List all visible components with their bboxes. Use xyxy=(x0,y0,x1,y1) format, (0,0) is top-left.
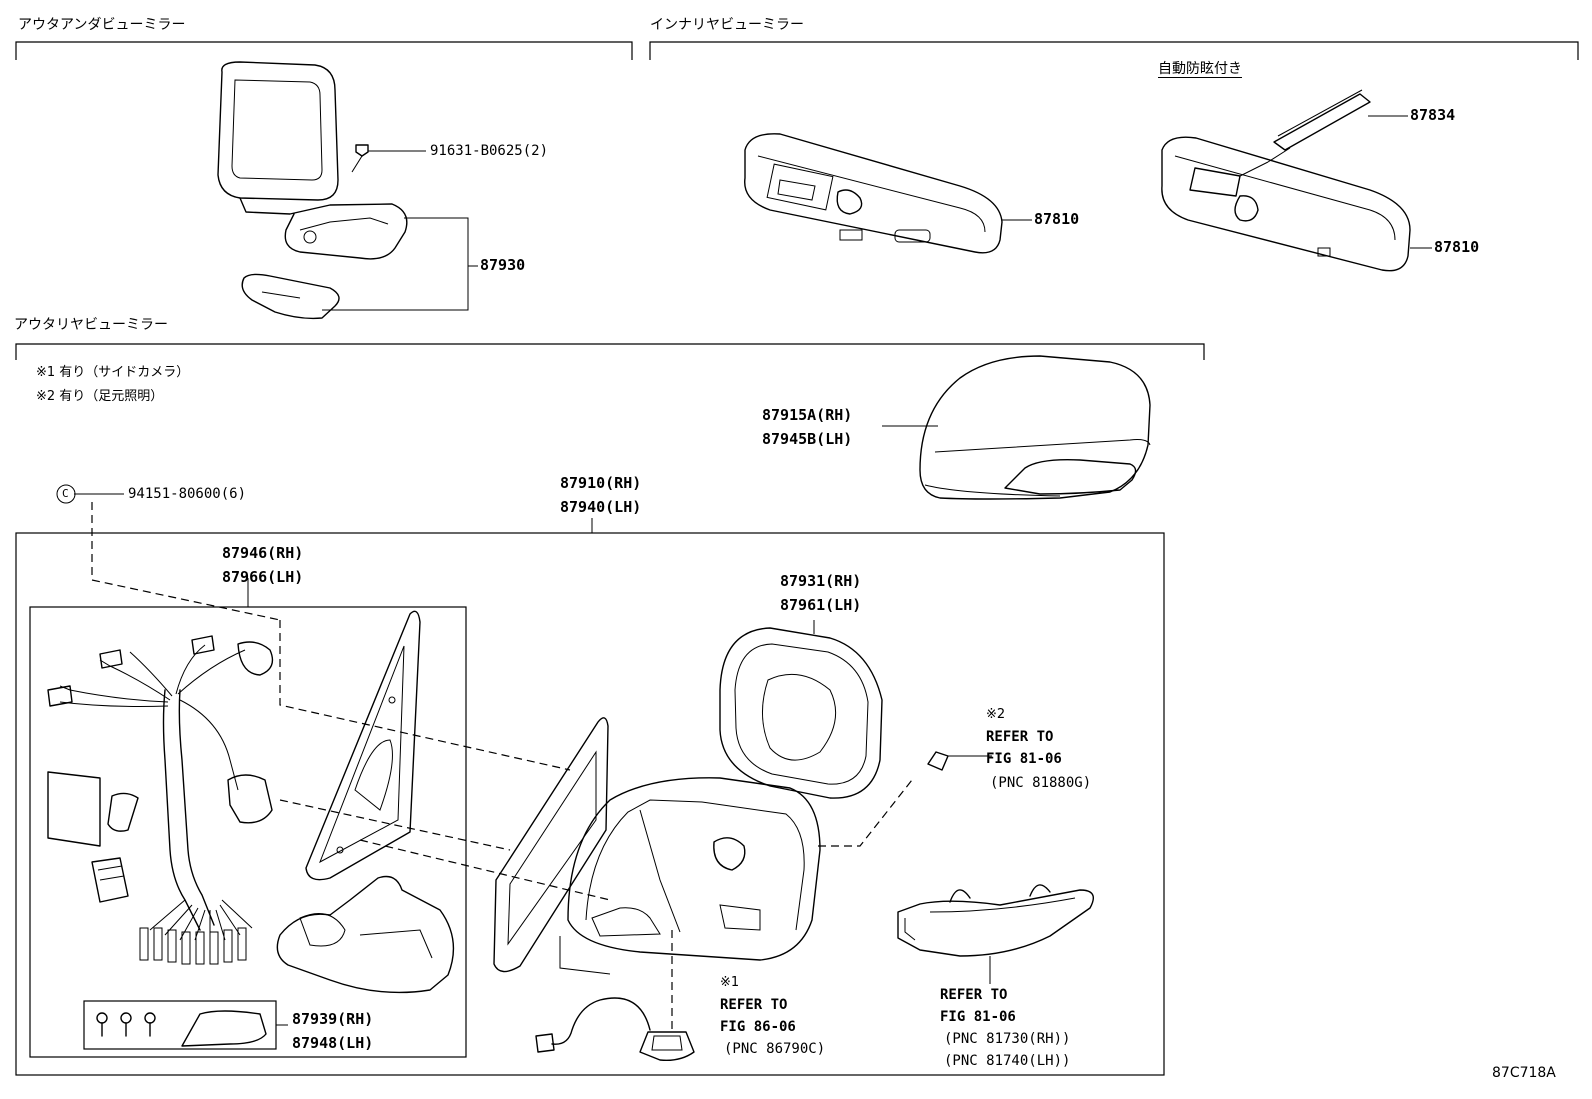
bracket-plate-drawing xyxy=(305,610,421,881)
part-label-harness-lh[interactable]: 87966(LH) xyxy=(222,568,304,586)
part-label-harness-rh[interactable]: 87946(RH) xyxy=(222,544,304,562)
harness-box xyxy=(29,606,467,1058)
part-label-cover-sub-lh[interactable]: 87948(LH) xyxy=(292,1034,374,1052)
part-label-under-mirror[interactable]: 87930 xyxy=(480,256,526,274)
cover-sub-drawing xyxy=(96,1010,267,1047)
mirror-cover-drawing xyxy=(919,355,1151,500)
mirror-glass-drawing xyxy=(719,627,883,799)
part-label-bolt[interactable]: 91631-B0625(2) xyxy=(430,143,549,159)
bulb-drawing xyxy=(927,751,992,771)
cover-sub-box xyxy=(83,1000,277,1050)
assembly-box xyxy=(15,532,1165,1076)
ref-footlight-line2[interactable]: FIG 81-06 xyxy=(986,751,1062,767)
inner-mirror-2-drawing xyxy=(1161,89,1411,272)
ref-camera-line3[interactable]: (PNC 86790C) xyxy=(724,1041,826,1057)
turn-signal-drawing xyxy=(897,884,1094,957)
note-footlight: ※2 有り（足元照明） xyxy=(36,389,164,404)
section-bracket-inner-rear xyxy=(649,41,1579,60)
ref-footlight-line3[interactable]: (PNC 81880G) xyxy=(990,775,1092,791)
part-label-strip[interactable]: 87834 xyxy=(1410,106,1456,124)
part-label-inner-mirror-1[interactable]: 87810 xyxy=(1034,210,1080,228)
part-label-assy-lh[interactable]: 87940(LH) xyxy=(560,498,642,516)
section-bracket-outer-under xyxy=(15,41,633,60)
ref-camera-mark: ※1 xyxy=(720,975,740,990)
section-title-outer-rear: アウタリヤビューミラー xyxy=(14,317,168,333)
part-label-clip[interactable]: 94151-80600(6) xyxy=(128,486,247,502)
section-title-outer-under: アウタアンダビューミラー xyxy=(18,17,186,33)
section-title-inner-rear: インナリヤビューミラー xyxy=(650,17,804,33)
clip-dashed-leader xyxy=(91,502,281,621)
mirror-housing-drawing xyxy=(493,717,821,975)
part-label-glass-lh[interactable]: 87961(LH) xyxy=(780,596,862,614)
guide-dashed-4 xyxy=(818,779,913,847)
side-camera-drawing xyxy=(535,997,695,1062)
ref-turn-signal-line4[interactable]: (PNC 81740(LH)) xyxy=(944,1053,1071,1069)
clip-symbol: C xyxy=(62,487,69,500)
leader-under-mirror xyxy=(322,217,469,311)
actuator-drawing xyxy=(276,875,455,994)
part-label-cover-sub-rh[interactable]: 87939(RH) xyxy=(292,1010,374,1028)
guide-dashed-2 xyxy=(279,799,511,851)
ref-footlight-line1[interactable]: REFER TO xyxy=(986,729,1054,745)
section-title-auto-dim: 自動防眩付き xyxy=(1158,61,1242,78)
part-label-inner-mirror-2[interactable]: 87810 xyxy=(1434,238,1480,256)
figure-code: 87C718A xyxy=(1492,1065,1556,1081)
section-bracket-outer-rear xyxy=(15,343,1205,360)
ref-turn-signal-line2[interactable]: FIG 81-06 xyxy=(940,1009,1016,1025)
harness-drawing xyxy=(47,635,274,965)
ref-turn-signal-line3[interactable]: (PNC 81730(RH)) xyxy=(944,1031,1071,1047)
under-mirror-drawing xyxy=(217,61,408,320)
part-label-glass-rh[interactable]: 87931(RH) xyxy=(780,572,862,590)
ref-camera-line2[interactable]: FIG 86-06 xyxy=(720,1019,796,1035)
ref-footlight-mark: ※2 xyxy=(986,707,1006,722)
ref-turn-signal-line1[interactable]: REFER TO xyxy=(940,987,1008,1003)
part-label-cover-lh[interactable]: 87945B(LH) xyxy=(762,430,853,448)
guide-dashed-1 xyxy=(279,620,571,771)
part-label-assy-rh[interactable]: 87910(RH) xyxy=(560,474,642,492)
inner-mirror-1-drawing xyxy=(744,133,1003,254)
ref-camera-line1[interactable]: REFER TO xyxy=(720,997,788,1013)
note-side-camera: ※1 有り（サイドカメラ） xyxy=(36,365,190,380)
part-label-cover-rh[interactable]: 87915A(RH) xyxy=(762,406,853,424)
